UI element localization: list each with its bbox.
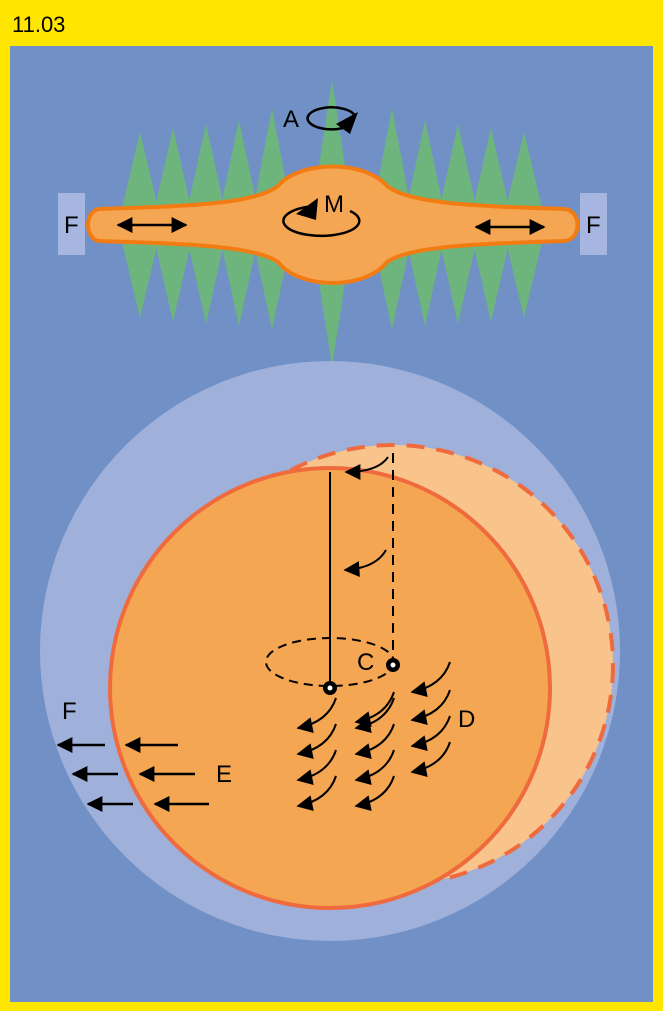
figure-number: 11.03 <box>12 12 66 37</box>
pivot-point-icon <box>386 658 400 672</box>
label-m: M <box>324 191 344 218</box>
curved-arrow-icon <box>343 549 387 578</box>
flow-arrows-group <box>296 661 451 812</box>
curved-arrow-icon <box>296 723 337 760</box>
left-fixture <box>58 193 85 255</box>
header-bar: 11.03 <box>0 0 663 46</box>
label-c: C <box>357 649 374 676</box>
central-body <box>86 164 580 285</box>
spike <box>469 128 513 225</box>
spike <box>118 132 162 225</box>
rotation-arrow-icon <box>306 106 358 134</box>
spike <box>436 225 480 324</box>
pivot-point-icon <box>323 681 337 695</box>
curved-arrow-icon <box>410 689 451 726</box>
label-f-right: F <box>586 212 601 239</box>
right-fixture <box>580 193 607 255</box>
curved-arrow-icon <box>354 749 395 786</box>
curved-arrow-icon <box>354 723 395 760</box>
label-e: E <box>216 761 232 788</box>
spike <box>151 128 195 225</box>
curved-arrow-icon <box>296 697 337 734</box>
label-a: A <box>283 106 299 133</box>
spike <box>502 225 546 318</box>
label-f-left: F <box>64 212 79 239</box>
curved-arrow-icon <box>410 661 451 698</box>
curved-arrow-icon <box>354 775 395 812</box>
label-f-bottom: F <box>62 698 77 725</box>
curved-arrow-icon <box>410 715 451 752</box>
left-arrows-group <box>56 737 209 812</box>
spike <box>184 225 228 324</box>
spike <box>151 225 195 322</box>
curved-arrow-icon <box>410 741 451 778</box>
curved-arrow-icon <box>354 691 395 728</box>
rotation-arrow-icon <box>282 198 361 238</box>
spike <box>469 225 513 322</box>
curved-arrow-icon <box>296 775 337 812</box>
spike <box>184 124 228 225</box>
label-d: D <box>458 706 475 733</box>
curved-arrow-icon <box>296 749 337 786</box>
spike <box>436 124 480 225</box>
curved-arrow-icon <box>344 456 389 480</box>
spike <box>118 225 162 318</box>
spike <box>502 132 546 225</box>
